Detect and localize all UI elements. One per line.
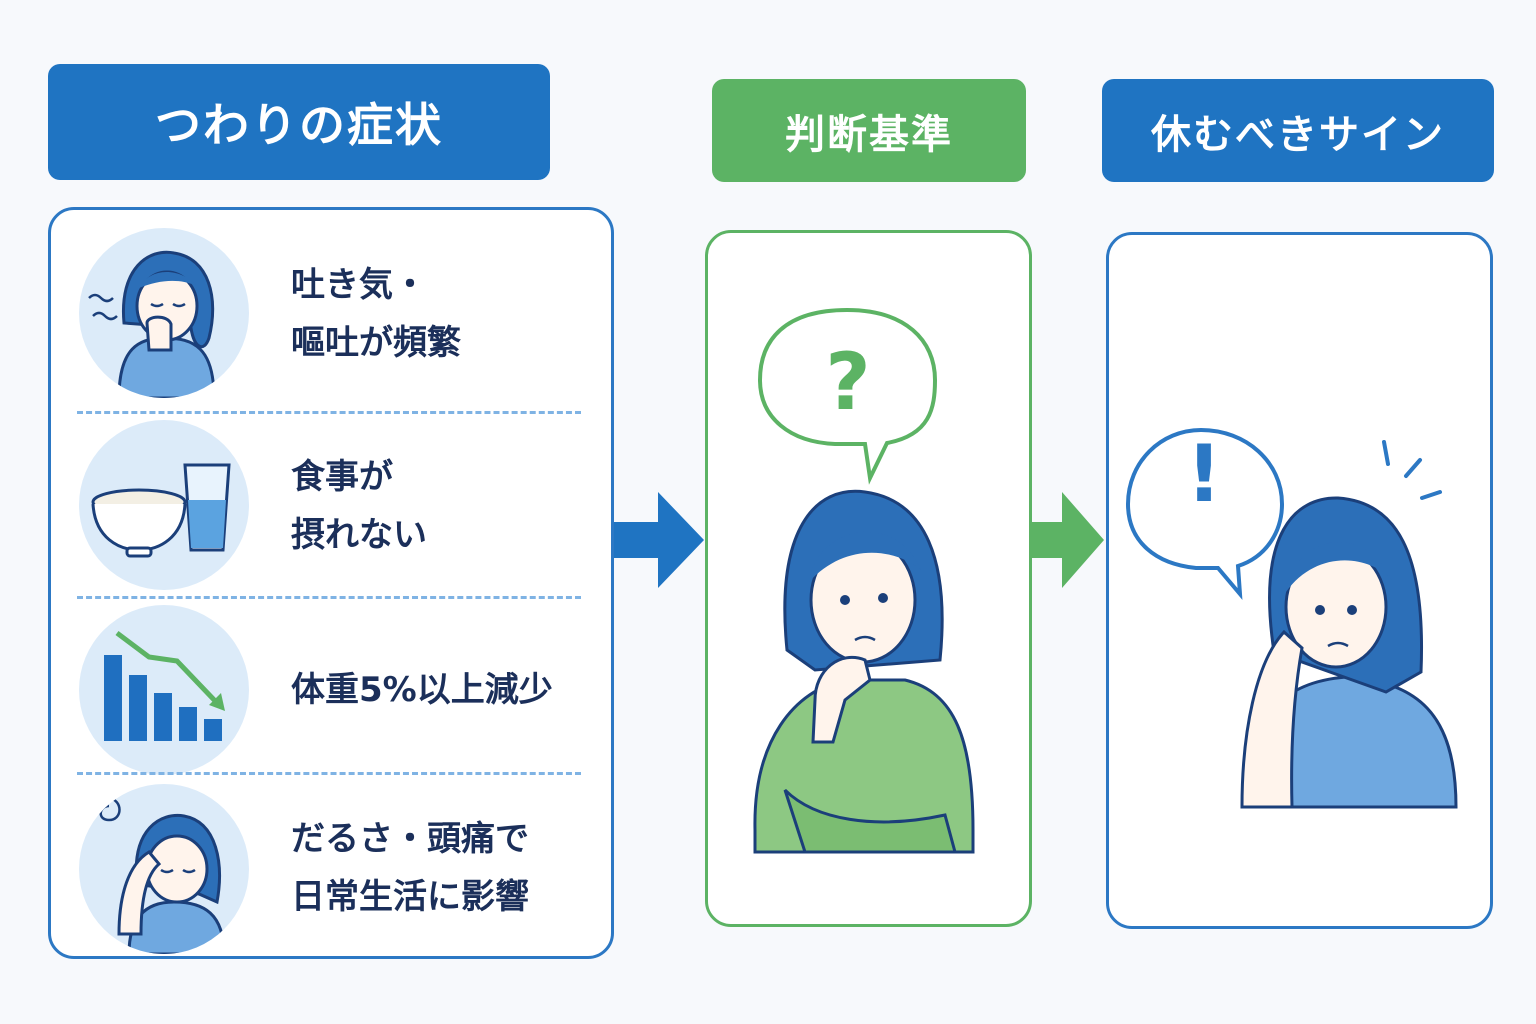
rest-signs-panel: !: [1106, 232, 1493, 929]
symptom-text-weight: 体重5%以上減少: [291, 670, 553, 710]
row-divider: [77, 772, 581, 775]
symptom-text-eating: 食事が 摂れない: [291, 457, 427, 555]
nausea-woman-icon: [79, 228, 249, 398]
exclamation-mark: !: [1186, 430, 1222, 520]
flow-arrow-icon: [1032, 492, 1104, 588]
symptom-text-fatigue: だるさ・頭痛で 日常生活に影響: [291, 819, 529, 917]
rest-signs-header: 休むべきサイン: [1102, 79, 1494, 182]
thinking-woman-icon: [753, 307, 975, 854]
symptom-item-nausea: 吐き気・ 嘔吐が頻繁: [79, 228, 589, 403]
symptom-text-nausea: 吐き気・ 嘔吐が頻繁: [291, 265, 461, 363]
rice-bowl-and-water-glass-icon: [79, 420, 249, 590]
symptoms-header: つわりの症状: [48, 64, 550, 180]
symptom-item-eating: 食事が 摂れない: [79, 420, 589, 595]
dizzy-woman-icon: [79, 784, 249, 954]
criteria-header: 判断基準: [712, 79, 1026, 182]
declining-bar-chart-icon: [79, 605, 249, 775]
symptom-item-weight: 体重5%以上減少: [79, 605, 589, 780]
row-divider: [77, 411, 581, 414]
worried-woman-icon: [1125, 427, 1458, 809]
criteria-panel: ?: [705, 230, 1032, 927]
symptoms-panel: 吐き気・ 嘔吐が頻繁 食事が 摂れない: [48, 207, 614, 959]
flow-arrow-icon: [614, 492, 704, 588]
question-mark: ?: [825, 338, 871, 428]
row-divider: [77, 596, 581, 599]
symptom-item-fatigue: だるさ・頭痛で 日常生活に影響: [79, 784, 589, 959]
